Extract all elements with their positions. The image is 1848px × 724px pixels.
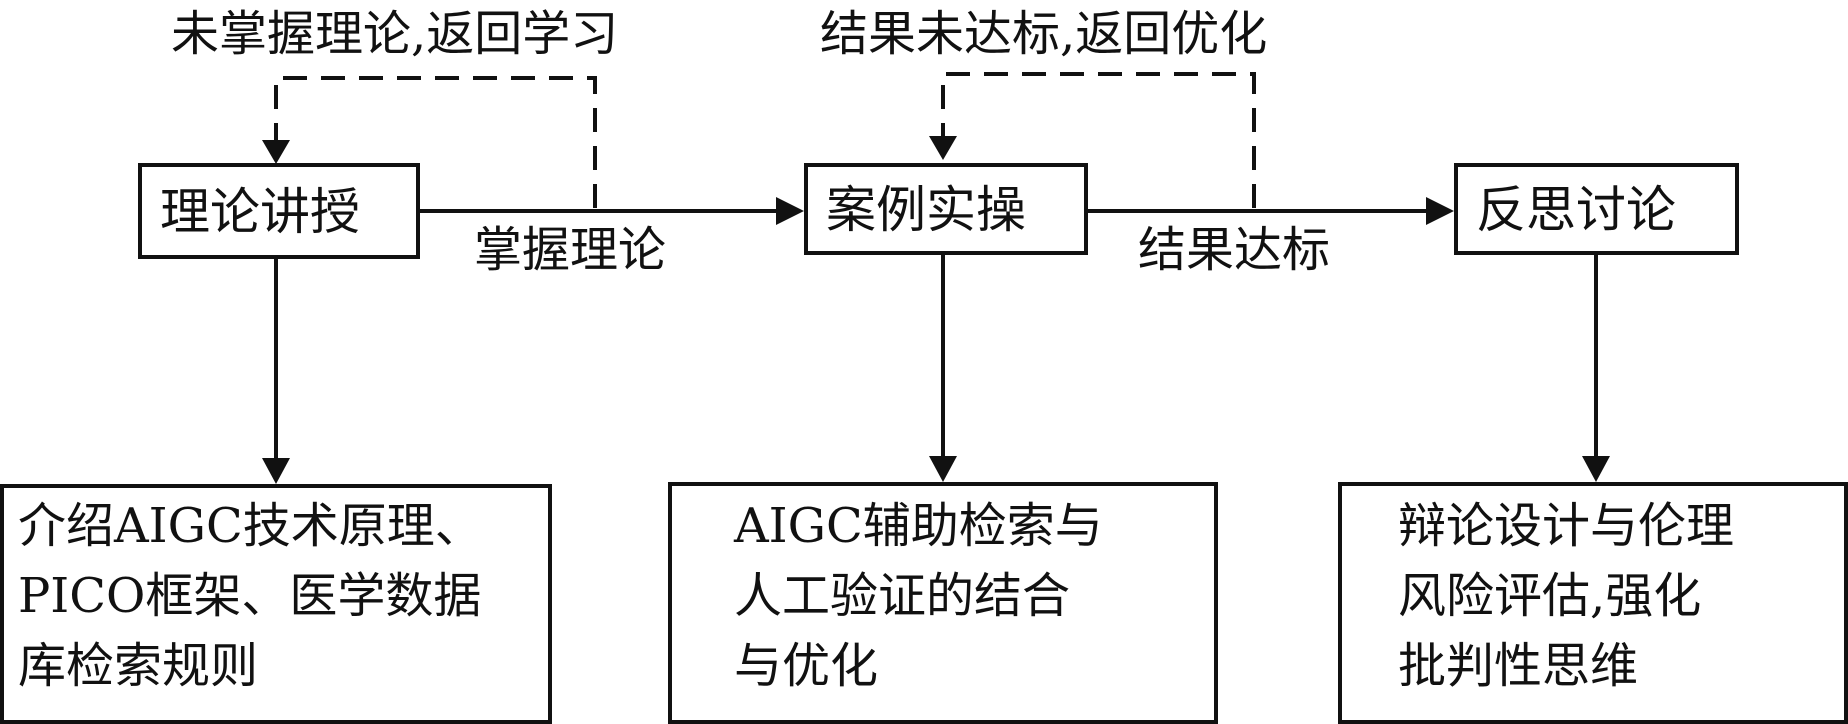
feedback-loop-1-label: 未掌握理论,返回学习	[171, 6, 619, 62]
feedback-loop-1-arrowhead	[262, 140, 290, 164]
stage-2-to-outcome-arrowhead	[929, 456, 957, 482]
transition-2-label: 结果达标	[1138, 222, 1331, 278]
outcome-1-line-3: 库检索规则	[18, 638, 259, 694]
outcome-2-line-3: 与优化	[734, 638, 879, 694]
outcome-box-reflection-discussion: 辩论设计与伦理 风险评估,强化 批判性思维	[1338, 482, 1848, 724]
outcome-3-line-2: 风险评估,强化	[1398, 568, 1702, 624]
stage-box-case-practice: 案例实操	[804, 163, 1088, 255]
feedback-loop-2-arrowhead	[929, 136, 957, 160]
transition-2-arrowhead	[1426, 197, 1454, 225]
stage-box-theory-lecture: 理论讲授	[138, 163, 420, 259]
outcome-box-case-practice: AIGC辅助检索与 人工验证的结合 与优化	[668, 482, 1218, 724]
stage-label-case-practice: 案例实操	[826, 181, 1026, 239]
transition-1-arrowhead	[776, 197, 804, 225]
stage-label-reflection-discussion: 反思讨论	[1476, 181, 1676, 239]
transition-1-label: 掌握理论	[474, 222, 667, 278]
stage-box-reflection-discussion: 反思讨论	[1454, 163, 1739, 255]
outcome-1-line-1: 介绍AIGC技术原理、	[18, 498, 483, 554]
feedback-loop-2-connector	[941, 72, 1256, 208]
feedback-loop-1-connector	[274, 76, 597, 208]
outcome-3-line-1: 辩论设计与伦理	[1398, 498, 1735, 554]
stage-1-to-outcome-arrowhead	[262, 458, 290, 484]
outcome-3-line-3: 批判性思维	[1398, 638, 1639, 694]
outcome-2-line-1: AIGC辅助检索与	[734, 498, 1103, 554]
outcome-box-theory-lecture: 介绍AIGC技术原理、 PICO框架、医学数据 库检索规则	[0, 484, 552, 724]
outcome-1-line-2: PICO框架、医学数据	[18, 568, 482, 624]
feedback-loop-2-label: 结果未达标,返回优化	[820, 6, 1268, 62]
stage-label-theory-lecture: 理论讲授	[160, 183, 360, 241]
outcome-2-line-2: 人工验证的结合	[734, 568, 1071, 624]
stage-3-to-outcome-arrowhead	[1582, 456, 1610, 482]
